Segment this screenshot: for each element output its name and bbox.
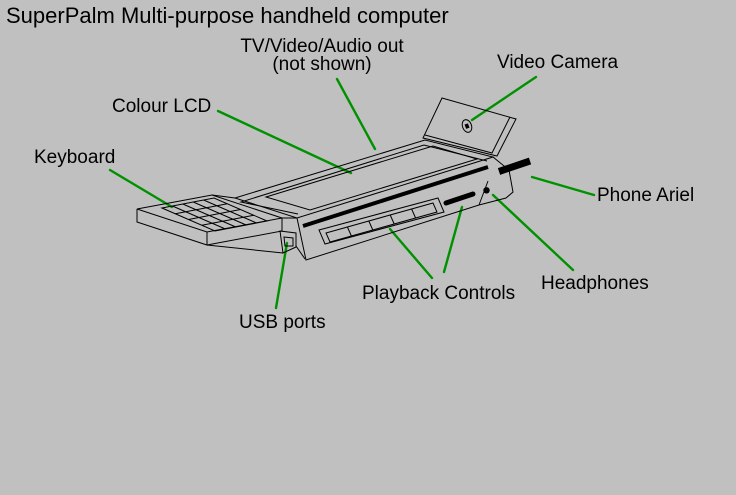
playback-button-dividers [346, 208, 417, 237]
leader-line-headphones [491, 193, 575, 272]
leader-line-playback-right [442, 205, 464, 274]
label-headphones: Headphones [541, 273, 649, 294]
label-phone-ariel: Phone Ariel [597, 185, 695, 206]
camera-flap-panel [422, 97, 517, 157]
body-lower-shell [296, 156, 514, 261]
leader-line-playback-left [388, 227, 434, 280]
usb-port-housing [279, 230, 297, 254]
main-body [233, 139, 532, 261]
label-tv-video-audio-out-line2: (not shown) [272, 54, 372, 75]
lid-groove [302, 165, 489, 228]
leader-line-phone-ariel [530, 175, 596, 197]
keyboard-flap-top [136, 194, 283, 233]
leader-line-tv-out [335, 77, 377, 151]
label-tv-video-audio-out-line1: TV/Video/Audio out [240, 36, 404, 57]
playback-buttons [325, 202, 438, 243]
keyboard-arm-back [211, 194, 236, 199]
label-video-camera: Video Camera [497, 52, 619, 73]
playback-controls [318, 197, 445, 245]
keyboard-flap-side [136, 209, 208, 246]
keyboard-key-grid [160, 197, 269, 232]
leader-line-colour-lcd [216, 109, 353, 175]
volume-slot [443, 191, 476, 206]
headphone-jack [483, 187, 490, 194]
keyboard-flap [136, 194, 297, 254]
label-colour-lcd: Colour LCD [112, 96, 212, 117]
label-keyboard: Keyboard [34, 147, 116, 168]
playback-recess [318, 197, 445, 245]
lcd-screen [264, 145, 479, 211]
usb-port-hole [283, 236, 294, 247]
label-playback-controls: Playback Controls [362, 283, 516, 304]
leader-line-keyboard [108, 168, 174, 209]
camera-flap [422, 97, 517, 157]
usb-block-body-edge [295, 245, 306, 260]
leader-line-video-camera [470, 75, 538, 122]
usb-ports-block [279, 230, 306, 260]
label-usb-ports: USB ports [239, 312, 326, 333]
leader-line-usb-ports [274, 241, 289, 310]
page-title: SuperPalm Multi-purpose handheld compute… [6, 3, 449, 28]
label-tv-video-audio-out: TV/Video/Audio out (not shown) [231, 36, 413, 75]
camera-lens-pupil [464, 123, 470, 129]
handheld-device [136, 97, 532, 261]
keyboard-arm-underside [206, 244, 284, 254]
leader-lines [108, 75, 596, 310]
camera-flap-edge [424, 116, 511, 154]
phone-aerial [497, 157, 532, 175]
body-end-face-edge [478, 180, 489, 206]
